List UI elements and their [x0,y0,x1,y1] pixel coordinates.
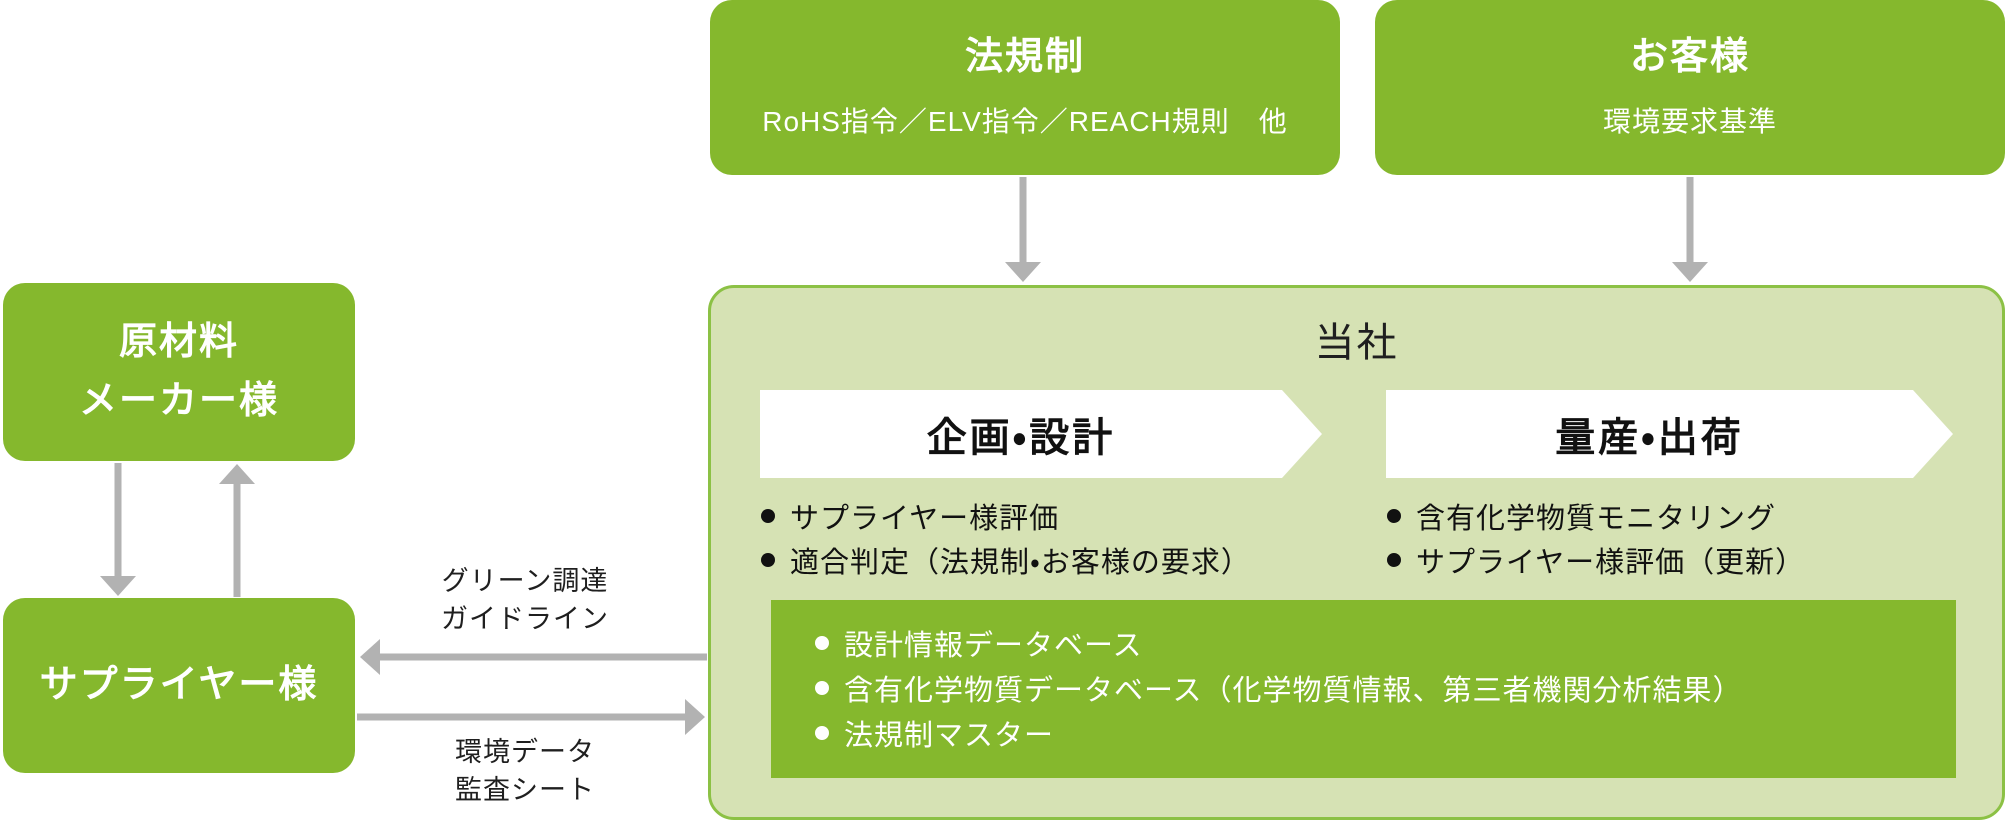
environment-data-label-line2: 監査シート [455,775,595,805]
company-title: 当社 [1314,321,1399,365]
list-item: サプライヤー様評価（更新） [1387,542,1806,579]
bullet-icon [815,726,829,740]
raw-material-title-line2: メーカー様 [78,380,279,422]
customer-title: お客様 [1629,35,1750,78]
phase-banner-production-shipping: 量産・出荷 [1386,390,1953,478]
list-item: 含有化学物質データベース（化学物質情報、第三者機関分析結果） [815,669,1956,707]
customer-subtitle: 環境要求基準 [1602,106,1777,138]
bullet-text: 適合判定（法規制・お客様の要求） [790,547,1251,579]
supplier-box: サプライヤー様 [3,598,355,773]
bullet-icon [761,553,775,567]
customer-box: お客様 環境要求基準 [1375,0,2005,175]
regulation-subtitle: RoHS指令／ELV指令／REACH規則 他 [762,106,1288,138]
raw-material-box: 原材料 メーカー様 [3,283,355,461]
production-bullet-list: 含有化学物質モニタリング サプライヤー様評価（更新） [1387,498,1806,579]
regulation-title: 法規制 [964,35,1085,78]
database-box: 設計情報データベース 含有化学物質データベース（化学物質情報、第三者機関分析結果… [771,600,1956,778]
list-item: サプライヤー様評価 [761,498,1251,535]
list-item: 設計情報データベース [815,624,1956,662]
regulation-box: 法規制 RoHS指令／ELV指令／REACH規則 他 [710,0,1340,175]
bullet-icon [815,636,829,650]
arrow-customer-to-company-icon [1672,177,1708,282]
arrow-supplier-to-rawmaterial-icon [219,464,255,597]
green-procurement-label-line2: ガイドライン [441,604,609,634]
bullet-text: 含有化学物質データベース（化学物質情報、第三者機関分析結果） [844,675,1743,707]
list-item: 適合判定（法規制・お客様の要求） [761,542,1251,579]
bullet-icon [761,509,775,523]
green-procurement-label: グリーン調達 ガイドライン [375,562,675,638]
arrow-regulation-to-company-icon [1005,177,1041,282]
bullet-icon [1387,553,1401,567]
raw-material-title-line1: 原材料 [118,321,239,364]
list-item: 含有化学物質モニタリング [1387,498,1805,535]
planning-bullet-list: サプライヤー様評価 適合判定（法規制・お客様の要求） [761,498,1251,579]
bullet-text: 法規制マスター [844,720,1055,752]
bullet-text: サプライヤー様評価 [790,503,1060,535]
environment-data-label: 環境データ 監査シート [375,733,675,809]
bullet-text: サプライヤー様評価（更新） [1416,547,1806,579]
bullet-text: 含有化学物質モニタリング [1416,503,1777,535]
arrow-company-to-supplier-icon [360,639,707,675]
arrow-rawmaterial-to-supplier-icon [100,463,136,596]
environment-data-label-line1: 環境データ [455,737,595,767]
phase-banner-planning-design: 企画・設計 [760,390,1322,478]
green-procurement-label-line1: グリーン調達 [441,566,609,596]
bullet-icon [815,681,829,695]
bullet-icon [1387,509,1401,523]
supplier-title: サプライヤー様 [39,663,319,706]
list-item: 法規制マスター [815,714,1956,752]
arrow-supplier-to-company-icon [357,699,705,735]
company-box: 当社 企画・設計 量産・出荷 サプライヤー様評価 適合判定（法規制・お客様の要求… [708,285,2005,820]
bullet-text: 設計情報データベース [844,630,1143,662]
raw-material-title: 原材料 メーカー様 [79,313,279,431]
